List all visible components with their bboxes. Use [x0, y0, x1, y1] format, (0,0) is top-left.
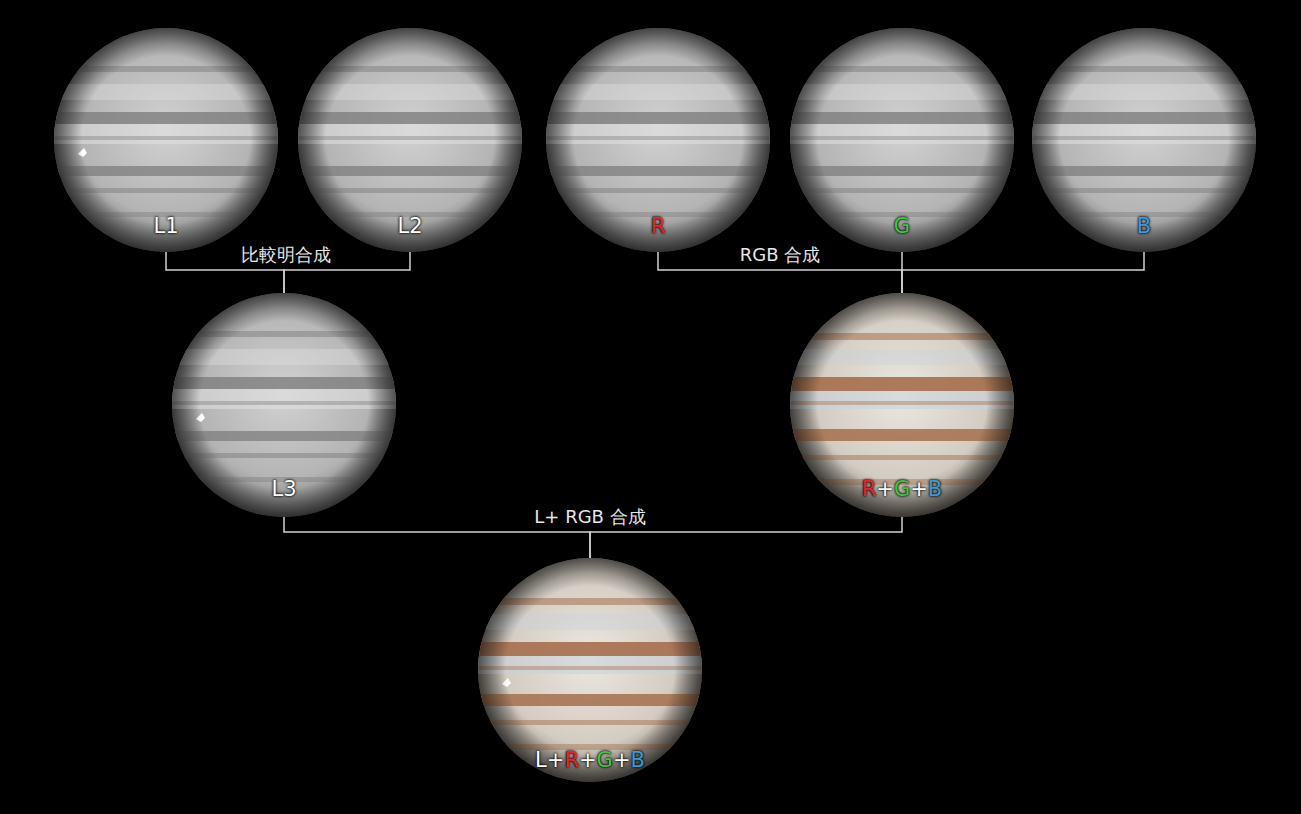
channel-label: G	[894, 477, 910, 501]
image-caption: G	[790, 214, 1014, 238]
channel-label: +	[579, 748, 597, 772]
image-caption: L2	[298, 214, 522, 238]
planet-circle: L2	[298, 28, 522, 252]
channel-label: +	[876, 477, 894, 501]
planet-circle: L3	[172, 293, 396, 517]
channel-label: R	[564, 748, 579, 772]
channel-label: B	[1137, 214, 1151, 238]
image-caption: L+R+G+B	[478, 748, 702, 772]
channel-label: B	[928, 477, 942, 501]
image-caption: R	[546, 214, 770, 238]
image-caption: L3	[172, 477, 396, 501]
planet-circle: G	[790, 28, 1014, 252]
channel-label: R	[862, 477, 877, 501]
planet-circle: B	[1032, 28, 1256, 252]
channel-label: L+	[535, 748, 564, 772]
channel-label: L2	[397, 214, 422, 238]
channel-label: L1	[153, 214, 178, 238]
merge-label: L+ RGB 合成	[529, 506, 650, 528]
channel-label: L3	[271, 477, 296, 501]
planet-circle: L1	[54, 28, 278, 252]
image-caption: B	[1032, 214, 1256, 238]
planet-circle: R	[546, 28, 770, 252]
merge-label: 比較明合成	[236, 244, 336, 266]
channel-label: R	[651, 214, 666, 238]
planet-circle: L+R+G+B	[478, 558, 702, 782]
channel-label: G	[597, 748, 613, 772]
merge-bracket	[902, 252, 1144, 293]
channel-label: +	[613, 748, 631, 772]
channel-label: +	[910, 477, 928, 501]
channel-label: G	[894, 214, 910, 238]
channel-label: B	[630, 748, 644, 772]
merge-label: RGB 合成	[735, 244, 826, 266]
image-caption: L1	[54, 214, 278, 238]
image-caption: R+G+B	[790, 477, 1014, 501]
planet-circle: R+G+B	[790, 293, 1014, 517]
